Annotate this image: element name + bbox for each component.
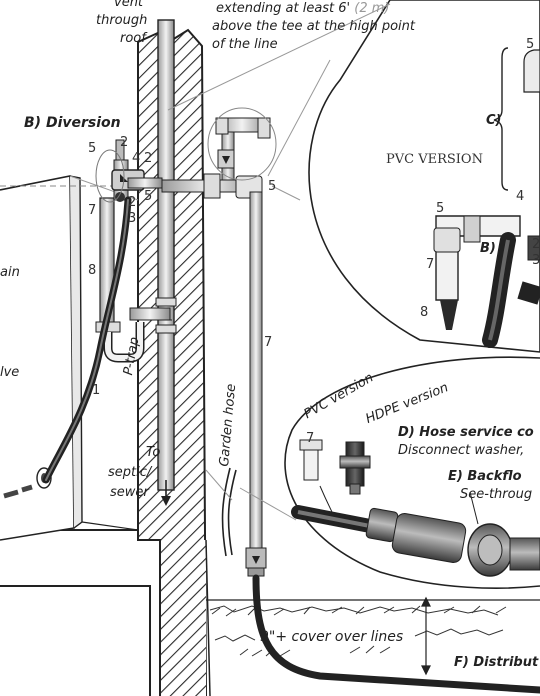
callout-5: 5 — [144, 189, 153, 204]
note-line-3: of the line — [212, 37, 278, 52]
washer-cabinet — [0, 175, 160, 541]
inset-pvc-version — [308, 0, 540, 353]
callout-7: 7 — [306, 431, 315, 446]
callout-8: 8 — [420, 305, 429, 320]
to-septic-2: septic/ — [108, 465, 152, 480]
callout-1: 1 — [92, 383, 101, 398]
note-text: extending at least 6' — [216, 1, 351, 16]
soil-texture — [209, 605, 507, 657]
vent-label-1: vent — [114, 0, 144, 10]
note-line-1: extending at least 6' (2 m) — [216, 2, 390, 15]
callout-5: 5 — [268, 179, 277, 194]
callout-4: 4 — [132, 151, 141, 166]
distribution-line — [252, 574, 540, 694]
note-metric: (2 m) — [354, 1, 390, 16]
f-title: F) Distribut — [454, 655, 539, 670]
leader-lines — [167, 3, 391, 521]
callout-8: 8 — [88, 263, 97, 278]
callout-5: 5 — [88, 141, 97, 156]
callout-6: 6 — [350, 429, 359, 444]
vent-pipe — [155, 19, 177, 506]
callout-2: 2 — [532, 237, 540, 252]
garden-hose — [227, 469, 237, 556]
vent-label-3: roof — [120, 31, 146, 46]
callout-2: 2 — [144, 151, 153, 166]
cover-note: 9"+ cover over lines — [260, 629, 404, 645]
cover-depth-arrow — [421, 596, 431, 676]
callout-7: 7 — [426, 257, 435, 272]
callout-7: 7 — [88, 203, 97, 218]
e-sub: See-throug — [460, 487, 533, 502]
inset-backflow — [284, 356, 540, 589]
callout-5: 5 — [526, 37, 535, 52]
pvc-version-caps: PVC VERSION — [386, 152, 483, 167]
callout-5: 5 — [436, 201, 445, 216]
d-title: D) Hose service co — [398, 425, 534, 440]
d-sub: Disconnect washer, — [398, 443, 525, 458]
b-inset-label: B) — [480, 241, 496, 256]
left-edge-lve: lve — [0, 365, 20, 380]
e-title: E) Backflo — [448, 469, 522, 484]
callout-3: 3 — [532, 253, 540, 268]
callout-2: 2 — [120, 135, 129, 150]
to-septic-1: To — [146, 445, 161, 460]
diversion-title: B) Diversion — [24, 115, 121, 131]
left-edge-ain: ain — [0, 265, 20, 280]
to-septic-3: sewer — [110, 485, 149, 500]
note-line-2: above the tee at the high point — [212, 19, 415, 34]
callout-4: 4 — [516, 189, 525, 204]
callout-2: 2 — [128, 195, 137, 210]
c-label: C) — [486, 113, 502, 128]
horizontal-supply-pipe — [161, 107, 277, 577]
callout-7: 7 — [264, 335, 273, 350]
callout-3: 3 — [128, 211, 137, 226]
vent-label-2: through — [96, 13, 148, 28]
